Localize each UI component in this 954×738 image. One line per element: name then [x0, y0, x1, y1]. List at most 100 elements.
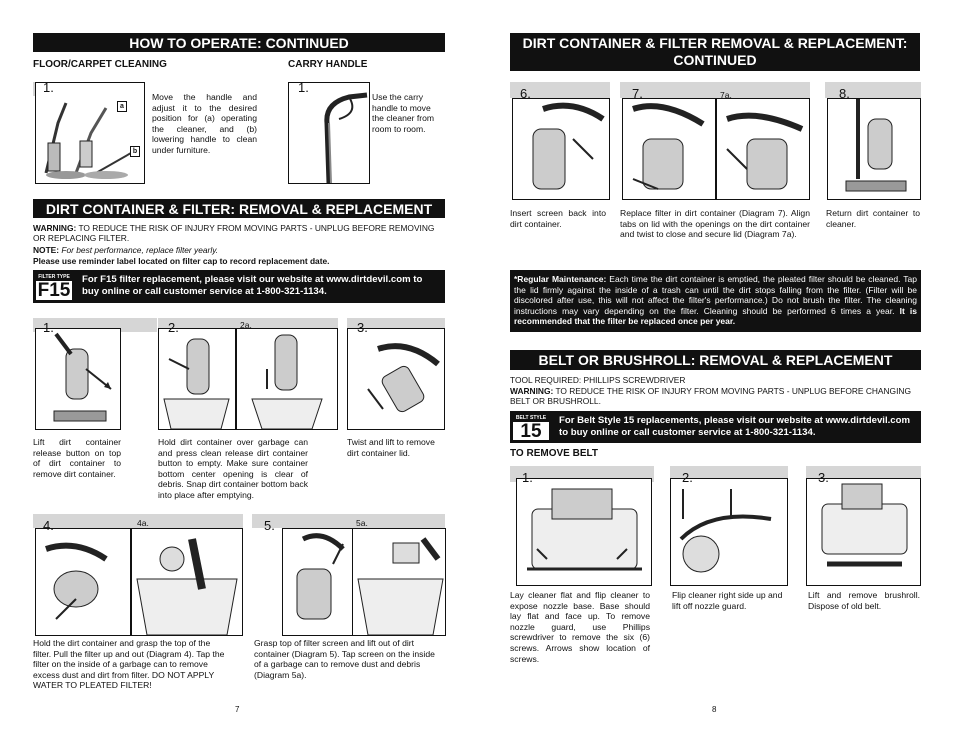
- carry-handle-step: 1.: [288, 74, 370, 184]
- continued-header: DIRT CONTAINER & FILTER REMOVAL & REPLAC…: [510, 33, 920, 71]
- step-3-illustration: [347, 328, 445, 430]
- belt-header: BELT OR BRUSHROLL: REMOVAL & REPLACEMENT: [510, 350, 921, 370]
- carry-handle-image: [324, 92, 368, 183]
- belt-style-number: 15: [520, 421, 542, 442]
- filter-type-badge: FILTER TYPE F15: [35, 272, 73, 301]
- step-1-text: Lift dirt container release button on to…: [33, 437, 121, 479]
- belt-step-1-text: Lay cleaner flat and flip cleaner to exp…: [510, 590, 650, 664]
- belt-step-2: 2.: [670, 466, 788, 586]
- step-2-number: 2.: [168, 320, 179, 335]
- step-6-number: 6.: [520, 86, 531, 101]
- step-4-text: Hold the dirt container and grasp the to…: [33, 638, 225, 691]
- step-5-number: 5.: [264, 518, 275, 533]
- belt-step-2-number: 2.: [682, 470, 693, 485]
- belt-step-1-number: 1.: [522, 470, 533, 485]
- belt-step-2-text: Flip cleaner right side up and lift off …: [672, 590, 783, 611]
- maintenance-label: *Regular Maintenance:: [514, 274, 607, 284]
- floor-step-number: 1.: [43, 80, 54, 95]
- belt-warning-body: TO REDUCE THE RISK OF INJURY FROM MOVING…: [510, 386, 911, 407]
- floor-tag-b: b: [130, 146, 140, 157]
- floor-cleaning-text: Move the handle and adjust it to the des…: [152, 92, 257, 155]
- step-bar: [252, 514, 445, 528]
- step-bar: [33, 514, 243, 528]
- belt-style-label: BELT STYLE: [513, 414, 549, 422]
- tool-text: TOOL REQUIRED: PHILLIPS SCREWDRIVER: [510, 375, 686, 385]
- step-7: 7. 7a.: [620, 82, 810, 202]
- floor-cleaning-step: 1. a b: [33, 74, 145, 184]
- belt-warning-label: WARNING:: [510, 386, 554, 396]
- step-7-number: 7.: [632, 86, 643, 101]
- floor-tag-a: a: [117, 101, 127, 112]
- step-8-text: Return dirt container to cleaner.: [826, 208, 920, 229]
- step-1-number: 1.: [43, 320, 54, 335]
- vacuum-reclining-image: [44, 102, 132, 179]
- step-2a-number: 2a.: [240, 320, 252, 330]
- step-5a-number: 5a.: [356, 518, 368, 528]
- step-5-text: Grasp top of filter screen and lift out …: [254, 638, 435, 680]
- step-2-text: Hold dirt container over garbage can and…: [158, 437, 308, 500]
- filter-callout: For F15 filter replacement, please visit…: [33, 270, 445, 303]
- maintenance-bold: It is recommended that the filter be rep…: [514, 305, 917, 327]
- belt-step-1: 1.: [510, 466, 654, 586]
- reminder-text: Please use reminder label located on fil…: [33, 256, 330, 266]
- step-5a-illustration: [352, 528, 446, 636]
- warning-label: WARNING:: [33, 223, 77, 233]
- maintenance-box: *Regular Maintenance: Each time the dirt…: [510, 270, 921, 332]
- belt-step-2-illustration: [670, 478, 788, 586]
- carry-handle-illustration: [288, 82, 370, 184]
- step-2a-illustration: [236, 328, 338, 430]
- step-bar: [825, 82, 921, 98]
- floor-cleaning-heading: FLOOR/CARPET CLEANING: [33, 59, 167, 70]
- step-bar: [510, 82, 610, 98]
- belt-step-3: 3.: [806, 466, 921, 586]
- page-number-left: 7: [235, 705, 240, 714]
- maintenance-body: Each time the dirt container is emptied,…: [514, 274, 917, 316]
- belt-style-badge: BELT STYLE 15: [512, 413, 550, 442]
- step-1-illustration: [35, 328, 121, 430]
- step-3-number: 3.: [357, 320, 368, 335]
- belt-title: BELT OR BRUSHROLL: REMOVAL & REPLACEMENT: [538, 352, 893, 368]
- carry-step-number: 1.: [298, 80, 309, 95]
- belt-warning: WARNING: TO REDUCE THE RISK OF INJURY FR…: [510, 386, 921, 407]
- belt-step-3-text: Lift and remove brushroll. Dispose of ol…: [808, 590, 920, 611]
- step-bar: [620, 82, 810, 98]
- dirt-container-header: DIRT CONTAINER & FILTER: REMOVAL & REPLA…: [33, 199, 445, 218]
- step-1: 1.: [33, 318, 157, 430]
- step-8-number: 8.: [839, 86, 850, 101]
- note-label: NOTE:: [33, 245, 60, 255]
- step-6-illustration: [512, 98, 610, 200]
- step-4a-illustration: [131, 528, 243, 636]
- step-3-text: Twist and lift to remove dirt container …: [347, 437, 435, 458]
- step-4-illustration: [35, 528, 131, 636]
- step-8-illustration: [827, 98, 921, 200]
- belt-step-1-illustration: [516, 478, 652, 586]
- step-5-illustration: [282, 528, 354, 636]
- step-7-illustration: [622, 98, 716, 200]
- belt-step-3-illustration: [806, 478, 921, 586]
- step-7a-illustration: [716, 98, 810, 200]
- how-to-operate-title: HOW TO OPERATE: CONTINUED: [129, 34, 349, 51]
- step-4: 4. 4a.: [33, 514, 243, 636]
- page-number-right: 8: [712, 705, 717, 714]
- step-6-text: Insert screen back into dirt container.: [510, 208, 606, 229]
- warning-text: WARNING: TO REDUCE THE RISK OF INJURY FR…: [33, 223, 445, 244]
- note-text: NOTE: For best performance, replace filt…: [33, 245, 445, 255]
- step-8: 8.: [825, 82, 921, 202]
- belt-step-3-number: 3.: [818, 470, 829, 485]
- continued-title-line2: CONTINUED: [673, 52, 757, 68]
- step-7-text: Replace filter in dirt container (Diagra…: [620, 208, 810, 240]
- step-2: 2. 2a.: [158, 318, 338, 430]
- step-3: 3.: [347, 318, 445, 430]
- step-5: 5. 5a.: [252, 514, 446, 636]
- how-to-operate-header: HOW TO OPERATE: CONTINUED: [33, 33, 445, 52]
- belt-callout-text: For Belt Style 15 replacements, please v…: [559, 415, 911, 438]
- filter-callout-text: For F15 filter replacement, please visit…: [82, 274, 423, 297]
- note-body: For best performance, replace filter yea…: [59, 245, 219, 255]
- carry-handle-text: Use the carry handle to move the cleaner…: [372, 92, 435, 134]
- remove-belt-heading: TO REMOVE BELT: [510, 448, 598, 459]
- belt-callout: For Belt Style 15 replacements, please v…: [510, 411, 921, 443]
- continued-title-line1: DIRT CONTAINER & FILTER REMOVAL & REPLAC…: [522, 35, 908, 51]
- dirt-container-title: DIRT CONTAINER & FILTER: REMOVAL & REPLA…: [45, 200, 433, 217]
- carry-handle-heading: CARRY HANDLE: [288, 59, 368, 70]
- warning-body: TO REDUCE THE RISK OF INJURY FROM MOVING…: [33, 223, 435, 244]
